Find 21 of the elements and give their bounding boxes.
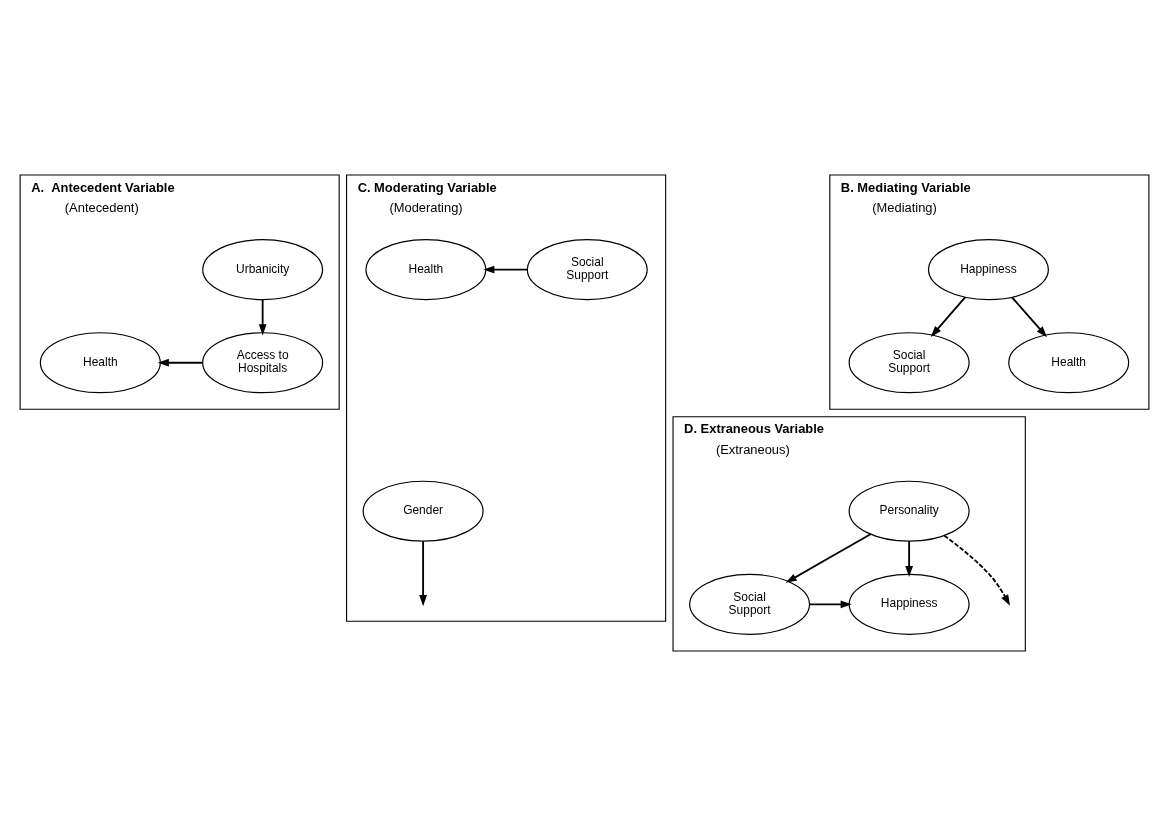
arrow [943,534,1010,606]
arrow [905,540,913,578]
node-ellipse: Social Support [526,239,648,301]
node-ellipse: Social Support [848,332,970,394]
node-ellipse: Health [39,332,161,394]
node-ellipse: Health [1008,332,1130,394]
node-ellipse: Gender [362,480,484,542]
arrow [419,540,427,607]
node-ellipse: Urbanicity [202,239,324,301]
node-ellipse: Access to Hospitals [202,332,324,394]
node-ellipse: Health [365,239,487,301]
node-ellipse: Personality [848,480,970,542]
arrow [785,533,872,583]
arrow [930,296,966,337]
arrow [483,265,529,274]
arrow [1011,296,1048,338]
node-ellipse: Happiness [848,573,970,635]
arrow [157,358,204,367]
arrow [808,600,852,609]
node-ellipse: Happiness [927,239,1049,301]
arrow [258,298,267,336]
